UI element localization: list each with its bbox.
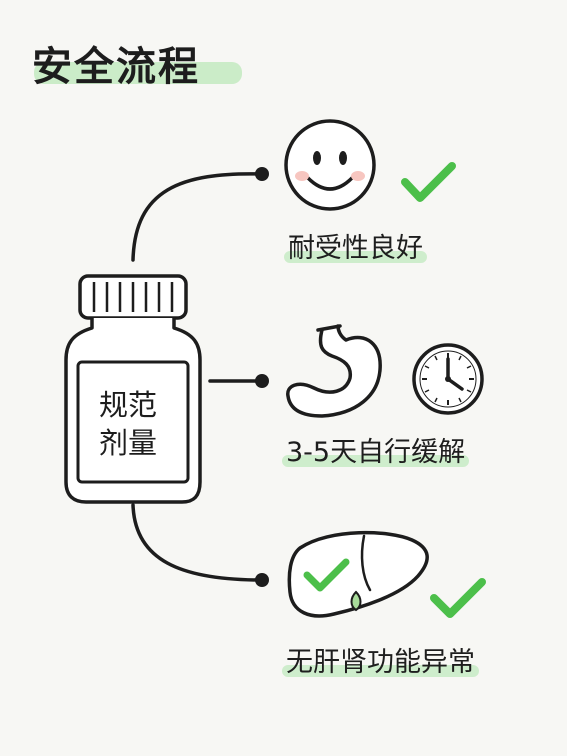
item-label-recovery: 3-5天自行缓解 — [282, 430, 470, 469]
title-highlight — [34, 62, 242, 84]
connector-dot-top — [255, 167, 269, 181]
check-icon-bottom — [430, 578, 486, 618]
connector-dot-middle — [255, 374, 269, 388]
item-label-liver-kidney: 无肝肾功能异常 — [282, 640, 479, 679]
bottle-label: 规范 剂量 — [92, 386, 164, 462]
clock-icon — [412, 343, 484, 415]
check-icon — [401, 162, 456, 202]
connector-bottom — [131, 503, 264, 582]
stomach-icon — [286, 324, 382, 418]
item-label-tolerance: 耐受性良好 — [284, 226, 427, 265]
title-block: 安全流程 — [32, 34, 242, 94]
connector-dot-bottom — [255, 573, 269, 587]
connector-top — [131, 172, 264, 262]
bottle-label-line2: 剂量 — [98, 426, 157, 460]
liver-icon — [287, 530, 429, 618]
bottle-label-line1: 规范 — [98, 388, 157, 422]
smiley-face-icon — [284, 119, 376, 211]
pill-bottle-icon — [64, 274, 202, 504]
page-title: 安全流程 — [32, 44, 200, 90]
